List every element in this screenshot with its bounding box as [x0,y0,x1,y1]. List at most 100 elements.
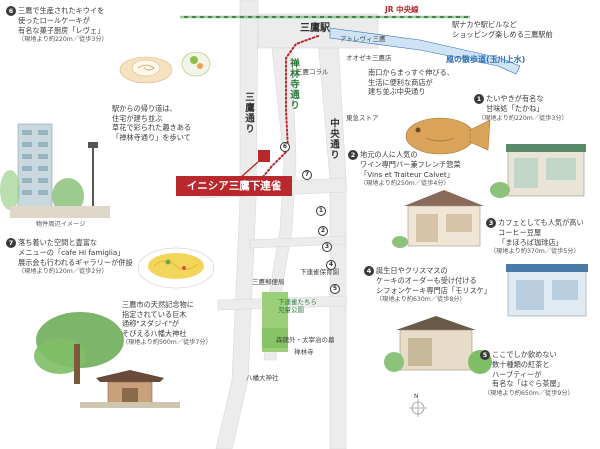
map-marker-2[interactable]: 2 [318,226,328,236]
callout-5-line-1: ここでしか飲めない [492,350,557,359]
mitaka-dori-label: 三鷹通り [243,92,254,134]
station-plaza [257,13,379,49]
callout-5-distance: （現地より約650m／徒歩9分） [484,389,574,397]
tree-note: 三鷹市の天然記念物に 指定されている巨木 通称"スダジイ"が そびえる八幡大神社… [122,300,212,347]
callout-2-distance: （現地より約250m／徒歩4分） [360,180,450,188]
property-title[interactable]: イニシア三鷹下連雀 [176,176,292,196]
shop-hagura-illustration [384,316,492,374]
callout-4-line-1: 誕生日やクリスマスの [376,266,448,275]
callout-2-number: 2 [348,150,358,160]
callout-1-line-2: 甘味処「たかね」 [486,104,544,113]
callout-5-line-2: 数十種類の紅茶と [492,360,550,369]
shinrinji-label: 森鷗外・太宰治の墓 [276,336,335,344]
walk-note-line-1: 駅からの帰り道は、 [112,104,177,113]
tree-note-line-4: そびえる八幡大神社 [122,328,187,338]
callout-4-number: 4 [364,266,374,276]
station-note: 駅ナカや駅ビルなど ショッピング楽しめる三鷹駅前 [452,20,553,39]
callout-4-distance: （現地より約630m／徒歩8分） [376,296,466,304]
callout-3-line-3: 「まほろば珈琲店」 [498,237,563,247]
callout-2-line-1: 地元の人に人気の [360,150,418,159]
station-note-line-2: ショッピング楽しめる三鷹駅前 [452,29,553,39]
shinrinji-area [262,328,288,348]
shop-calvet-illustration [490,144,586,198]
callout-5-number: 5 [480,350,490,360]
callout-4-line-3: シフォンケーキ専門店「モリスケ」 [376,285,492,295]
road-mitaka-dori [215,0,259,449]
map-marker-4[interactable]: 4 [326,260,336,270]
callout-7-number: 7 [6,238,16,248]
jr-line-label: JR 中央線 [385,5,419,14]
road-network [199,0,379,449]
hachiman-label: 八幡大神社 [246,374,279,382]
jidou-kouen-label: 下連雀たちら児童公園 [278,298,317,314]
callout-2-line-2: ワイン専門バー兼フレンチ惣菜 [360,160,461,169]
callout-5-line-3: ハーブティーが [492,369,542,379]
tree-note-distance: （現地より約500m／徒歩7分） [122,339,212,347]
chuo-dori-label: 中央通り [328,118,339,160]
shop-mahoroba-illustration [392,190,484,248]
callout-2-line-3: 「Vins et Traiteur Calvet」 [360,169,454,179]
walk-note-line-4: 「禅林寺通り」を歩いて [112,132,191,142]
odakyu-label: オオゼキ三鷹店 [346,54,392,62]
callout-7-distance: （現地より約120m／徒歩2分） [18,268,108,276]
compass-icon [409,399,427,417]
map-marker-1[interactable]: 1 [316,206,326,216]
walk-note-line-2: 住宅が建ち並ぶ [112,113,163,123]
colal-label: 三鷹コラル [296,68,329,76]
map-marker-6[interactable]: 6 [280,142,290,152]
callout-5-line-4: 有名な「はぐら茶屋」 [492,379,564,389]
mitaka-yuubin-label: 三鷹郵便局 [252,278,285,286]
kaze-no-sanpomichi-label: 風の散歩道(玉川上水) [446,55,526,64]
callout-3-line-2: コーヒー豆屋 [498,228,542,237]
south-note: 南口からまっすぐ伸びる、 生活に便利な商店が 建ち並ぶ中央通り [368,68,454,97]
callout-6-distance: （現地より約220m／徒歩3分） [18,36,108,44]
callout-7-line-2: メニューの「cafe Hi famiglia」 [18,248,125,257]
shrine-illustration [34,312,180,408]
road-zenrinji-dori [263,47,297,361]
property-marker [258,150,270,162]
south-note-line-2: 生活に便利な商店が [368,77,433,87]
callout-6-line-1: 三鷹で生産されたキウイを [18,6,105,15]
hoikuen-label: 下連雀保育園 [300,268,339,276]
shop-morisuke-illustration [506,264,588,317]
callout-6-line-3: 有名な菓子厨房「レヴェ」 [18,25,105,35]
callout-6-number: 6 [6,6,16,16]
pasta-illustration [137,247,215,289]
south-note-line-3: 建ち並ぶ中央通り [368,87,426,97]
map-marker-3[interactable]: 3 [322,242,332,252]
walking-route [261,35,319,179]
callout-7-line-1: 落ち着いた空間と豊富な [18,238,98,247]
map-marker-7[interactable]: 7 [302,170,312,180]
callout-4-line-2: ケーキのオーダーも受け付ける [376,276,477,285]
walk-note-line-3: 草花で彩られた趣きある [112,123,192,133]
station-note-line-1: 駅ナカや駅ビルなど [452,20,517,29]
roll-cake-illustration [119,51,211,84]
map-marker-5[interactable]: 5 [330,284,340,294]
callout-7-line-3: 展示会も行われるギャラリーが併設 [18,257,133,267]
taiyaki-illustration [405,117,491,155]
south-note-line-1: 南口からまっすぐ伸びる、 [368,68,454,77]
tree-note-line-3: 通称"スダジイ"が [122,319,180,329]
zenrinji-label: 禅林寺 [294,348,314,356]
callout-3-distance: （現地より約370m／徒歩5分） [490,248,580,256]
callout-6-line-2: 使ったロールケーキが [18,16,90,25]
callout-1-number: 1 [474,94,484,104]
tree-note-line-2: 指定されている巨木 [122,309,187,319]
callout-3-line-1: カフェとしても人気が高い [498,218,584,227]
atre-label: アトレヴィ三鷹 [340,35,386,43]
callout-1-distance: （現地より約220m／徒歩3分） [478,114,568,122]
compass-label: N [414,393,419,400]
property-image-caption: 物件周辺イメージ [36,221,86,228]
tokyu-store-label: 東急ストア [346,114,379,122]
tree-note-line-1: 三鷹市の天然記念物に [122,300,194,309]
mitaka-station-label[interactable]: 三鷹駅 [300,23,330,34]
callout-1-line-1: たいやきが有名な [486,94,544,103]
